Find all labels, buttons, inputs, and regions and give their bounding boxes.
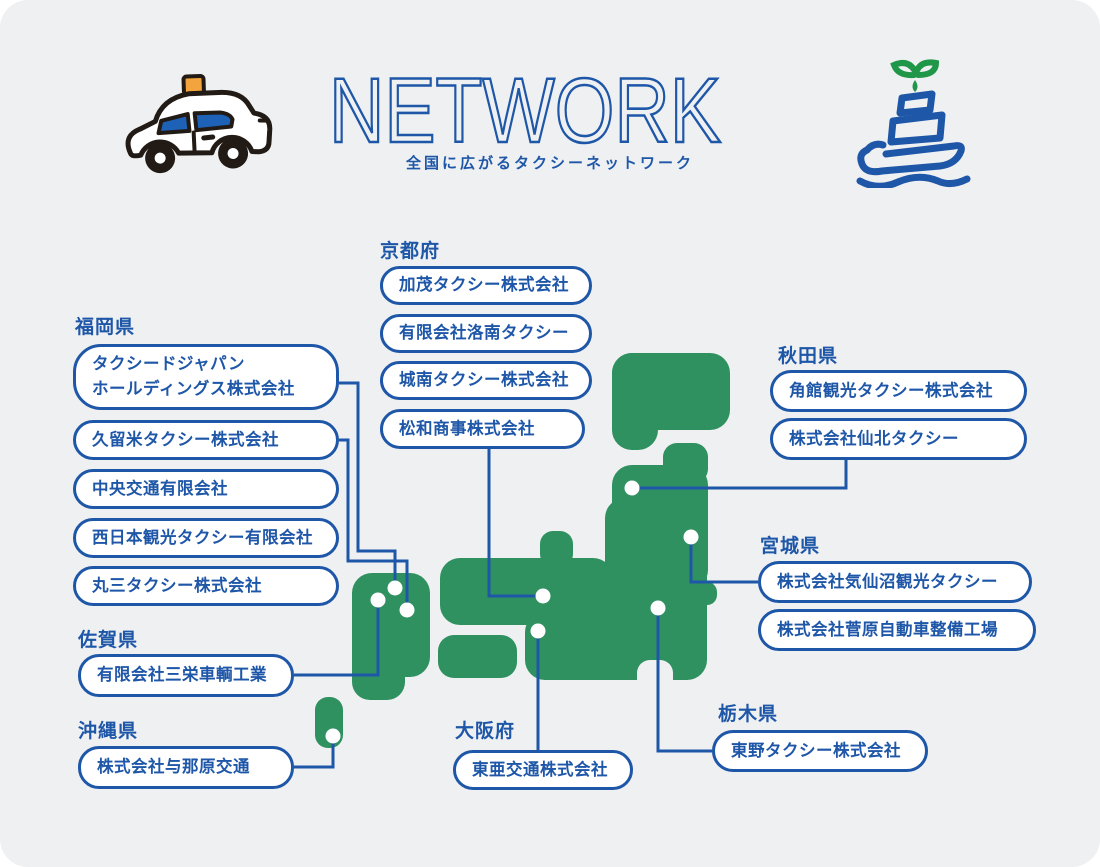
taxi-icon: [125, 73, 273, 174]
region-title-okinawa: 沖縄県: [78, 721, 139, 742]
company-pill: 角館観光タクシー株式会社: [770, 370, 1027, 412]
company-pill: 株式会社菅原自動車整備工場: [758, 609, 1036, 651]
company-pill: 株式会社気仙沼観光タクシー: [758, 561, 1032, 603]
company-pill: 有限会社洛南タクシー: [380, 314, 592, 353]
company-pill: 東亜交通株式会社: [453, 750, 633, 790]
marker-saga: [370, 592, 386, 608]
ship-icon: [856, 59, 971, 188]
connector-akita: [632, 460, 848, 490]
connector-fukuoka-1: [339, 381, 397, 588]
region-title-fukuoka: 福岡県: [75, 317, 136, 338]
map-shikoku: [438, 635, 517, 678]
map-markers: [325, 480, 699, 744]
connector-saga: [294, 600, 380, 677]
company-pill: 久留米タクシー株式会社: [73, 420, 339, 460]
map-bay-notch: [637, 660, 673, 694]
connector-kyoto: [487, 449, 543, 598]
marker-tochigi: [650, 600, 666, 616]
japan-map-blocks: [315, 353, 730, 748]
company-pill: 西日本観光タクシー有限会社: [73, 518, 339, 558]
marker-okinawa: [325, 728, 341, 744]
company-pill: 中央交通有限会社: [73, 469, 339, 509]
company-pill: タクシードジャパン ホールディングス株式会社: [73, 344, 339, 410]
company-pill: 城南タクシー株式会社: [380, 361, 592, 400]
marker-kyoto: [535, 588, 551, 604]
region-title-tochigi: 栃木県: [718, 704, 779, 725]
marker-akita: [624, 480, 640, 496]
company-pill: 株式会社与那原交通: [78, 746, 294, 789]
map-kanto-bump: [697, 582, 717, 605]
region-title-akita: 秋田県: [778, 346, 839, 367]
region-title-saga: 佐賀県: [78, 630, 139, 651]
marker-fukuoka-1: [387, 580, 403, 596]
marker-fukuoka-2: [399, 602, 415, 618]
connector-lines: [294, 381, 848, 769]
marker-miyagi: [683, 529, 699, 545]
map-noto-bump: [540, 531, 573, 567]
svg-text:NETWORK: NETWORK: [329, 60, 721, 158]
region-title-osaka: 大阪府: [455, 721, 516, 742]
region-title-miyagi: 宮城県: [760, 536, 821, 557]
map-hokkaido-leg: [612, 353, 658, 450]
company-pill: 加茂タクシー株式会社: [380, 266, 592, 305]
marker-osaka: [530, 623, 546, 639]
network-title: NETWORK: [328, 59, 723, 158]
company-pill: 株式会社仙北タクシー: [770, 418, 1027, 460]
connector-fukuoka-2: [339, 438, 409, 610]
map-kinki: [525, 612, 645, 680]
company-pill: 東野タクシー株式会社: [712, 730, 928, 772]
company-pill: 丸三タクシー株式会社: [73, 566, 339, 606]
connector-okinawa: [294, 736, 335, 769]
company-pill: 松和商事株式会社: [380, 409, 585, 449]
map-chugoku: [440, 558, 613, 625]
network-subtitle: 全国に広がるタクシーネットワーク: [405, 155, 694, 172]
region-title-kyoto: 京都府: [380, 241, 441, 262]
connector-tochigi: [656, 608, 712, 753]
company-pill: 有限会社三栄車輌工業: [78, 654, 294, 697]
connector-miyagi: [689, 537, 758, 584]
